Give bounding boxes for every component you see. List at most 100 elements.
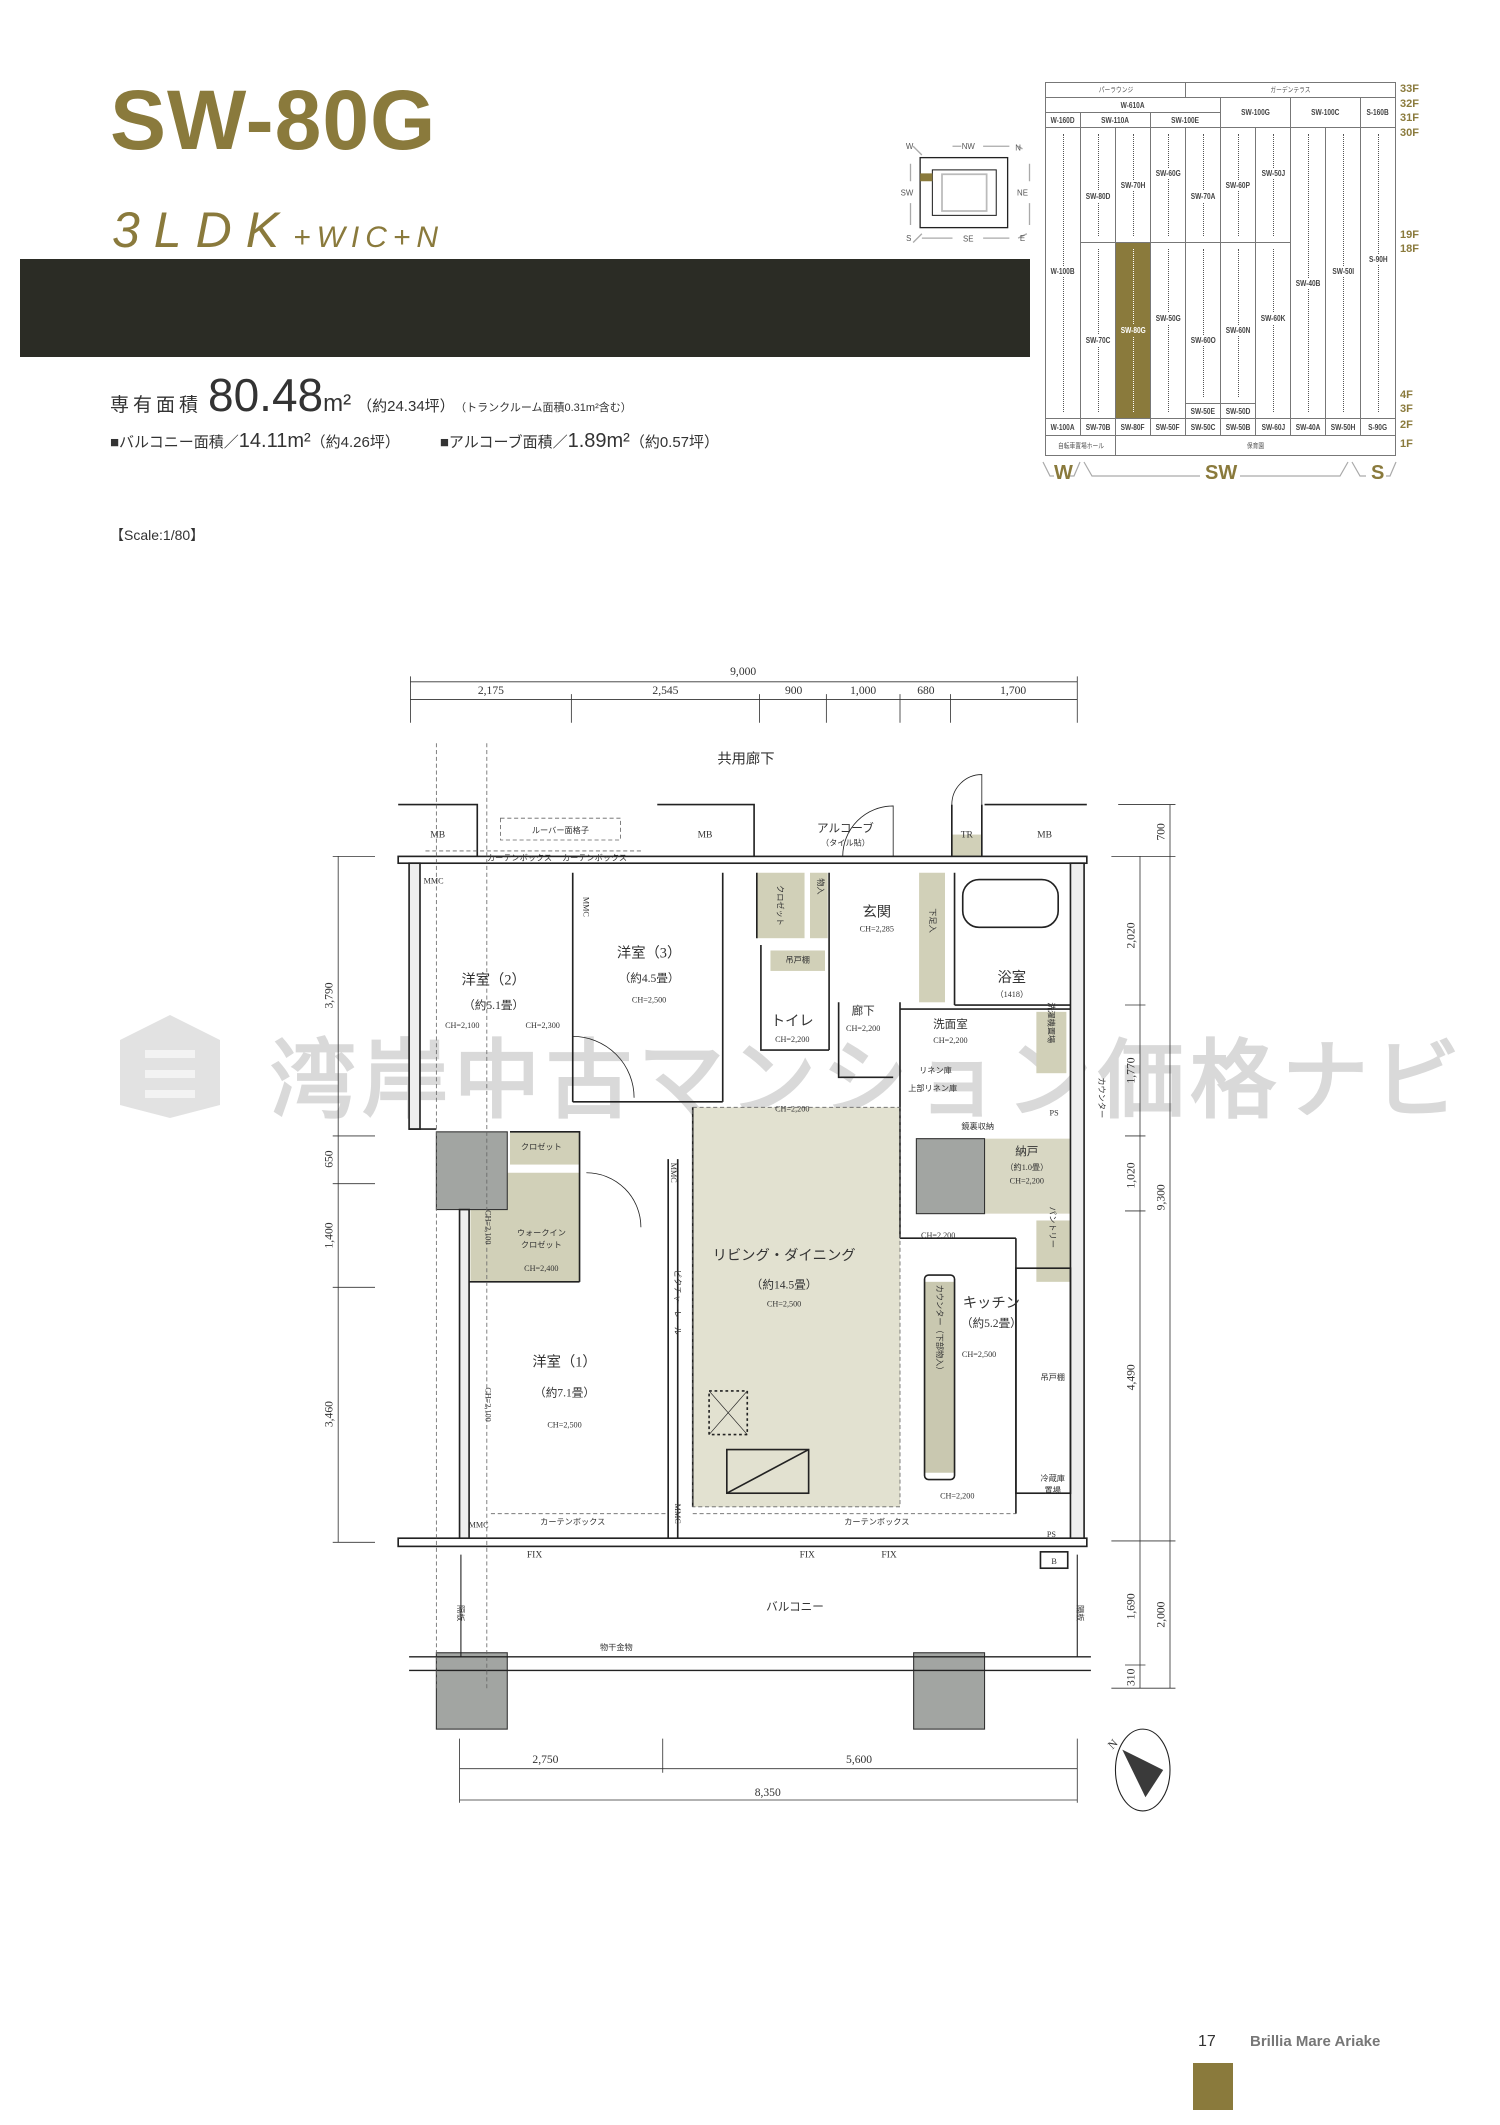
bath-size: （1418） (995, 990, 1028, 999)
unit-position-marker (920, 173, 933, 182)
ld-ch: CH=2,500 (767, 1299, 801, 1308)
floor-label: 18F (1400, 243, 1419, 255)
bath-label: 浴室 (998, 969, 1027, 986)
structural-columns (435, 1131, 986, 1730)
exclusive-area-note: （トランクルーム面積0.31m²含む） (460, 402, 632, 414)
fix-label: FIX (800, 1549, 815, 1560)
wic-ch: CH=2,400 (524, 1264, 558, 1273)
orient-n: N (1015, 144, 1021, 153)
floor-label: 3F (1400, 403, 1413, 415)
dimension-lines (332, 676, 1176, 1803)
ps-label: PS (1047, 1530, 1057, 1539)
floor-label: 31F (1400, 112, 1419, 124)
orient-w: W (906, 142, 914, 151)
floor-label: 2F (1400, 419, 1413, 431)
orient-nw: NW (962, 142, 976, 151)
toilet-ch: CH=2,200 (775, 1035, 809, 1044)
orientation-diagram: W NW N SW NE S SE E (901, 142, 1031, 244)
linen-label: リネン庫 (919, 1065, 952, 1075)
dim-top: 900 (785, 684, 803, 697)
mmc-label: MMC (582, 897, 591, 917)
mmc-label: MMC (673, 1504, 682, 1524)
storage-label: 物入 (816, 878, 826, 894)
hanging-shelf-label: 吊戸棚 (785, 955, 810, 965)
floor-label: 1F (1400, 438, 1413, 450)
wing-w: W (1054, 462, 1073, 484)
mirror-storage-label: 鏡裏収納 (961, 1121, 994, 1131)
room3-ch: CH=2,500 (632, 995, 666, 1004)
sub-areas: ■バルコニー面積／14.11m²（約4.26坪）■アルコーブ面積／1.89m²（… (110, 430, 719, 453)
kitchen-label: キッチン (963, 1296, 1020, 1312)
exclusive-area-label: 専有面積 (110, 395, 203, 416)
dim-top: 680 (917, 684, 935, 697)
balcony-area-label: ■バルコニー面積／ (110, 434, 239, 451)
dim-top: 1,700 (1000, 684, 1026, 697)
alcove-area-label: ■アルコーブ面積／ (439, 434, 568, 451)
washroom-ch: CH=2,200 (933, 1036, 967, 1045)
entrance-label: 玄関 (863, 903, 892, 920)
layout-type-main: 3LDK (112, 202, 294, 258)
fridge-label: 冷蔵庫 (1040, 1473, 1065, 1483)
wic-label: ウォークイン (517, 1228, 566, 1237)
dim-right: 1,690 (1125, 1593, 1138, 1619)
nando-ch: CH=2,200 (1010, 1177, 1044, 1186)
dim-right-outer: 2,000 (1155, 1601, 1168, 1627)
orient-se: SE (963, 235, 973, 244)
ld-label: リビング・ダイニング (713, 1247, 856, 1264)
header-bar (20, 259, 1030, 357)
kitchen-size: （約5.2畳） (961, 1316, 1022, 1330)
floor-label: 30F (1400, 127, 1419, 139)
picture-rail-label: ピクチャーレール (673, 1270, 682, 1335)
dim-bottom: 2,750 (532, 1753, 558, 1766)
shoe-storage-label: 下足入 (928, 908, 937, 933)
alcove-area-tsubo: （約0.57坪） (629, 434, 720, 451)
mmc-label: MMC (469, 1520, 489, 1529)
room3-name: 洋室（3） (617, 944, 681, 961)
unit-cell: SW-50G (1150, 242, 1186, 419)
dim-top: 2,175 (478, 684, 504, 697)
balcony-area-value: 14.11m² (238, 430, 311, 452)
washroom-label: 洗面室 (933, 1017, 968, 1031)
north-arrow-icon (1122, 1749, 1164, 1798)
floor-label: 19F (1400, 229, 1419, 241)
hall-label: 廊下 (852, 1004, 875, 1018)
fix-label: FIX (881, 1549, 896, 1560)
dim-top: 1,000 (850, 684, 876, 697)
room2-ch: CH=2,100 (445, 1021, 479, 1030)
unit-cell: SW-70C (1080, 242, 1116, 419)
kitchen-ch: CH=2,500 (962, 1350, 996, 1359)
curtain-box-label: カーテンボックス (844, 1518, 909, 1527)
orient-e: E (1020, 234, 1025, 243)
dim-bottom: 5,600 (846, 1753, 872, 1766)
ch-label: CH=2,200 (940, 1492, 974, 1501)
unit-cell: SW-100G (1220, 97, 1291, 128)
floor-label: 32F (1400, 98, 1419, 110)
floor-label: 4F (1400, 389, 1413, 401)
closet-label: クロゼット (775, 885, 785, 926)
dim-left: 3,790 (323, 982, 336, 1008)
mmc-label: MMC (424, 877, 444, 886)
room1-size: （約7.1畳） (534, 1385, 595, 1399)
dim-top: 2,545 (652, 684, 678, 697)
mb-label: MB (1037, 829, 1052, 840)
dim-right: 2,020 (1125, 922, 1138, 948)
counter-label: カウンター (1097, 1077, 1106, 1118)
ch-label: CH=2,200 (921, 1231, 955, 1240)
room3-size: （約4.5畳） (619, 971, 680, 985)
entrance-ch: CH=2,285 (860, 924, 894, 933)
room2-ch: CH=2,300 (526, 1021, 560, 1030)
room1-ch: CH=2,500 (547, 1421, 581, 1430)
nando-size: （約1.0畳） (1005, 1162, 1048, 1172)
curtain-box-label: カーテンボックス (487, 853, 552, 862)
balcony-area-tsubo: （約4.26坪） (310, 434, 400, 451)
mb-label: MB (698, 829, 713, 840)
dim-right: 1,020 (1125, 1162, 1138, 1188)
unit-cell: SW-50I (1325, 127, 1361, 419)
watermark-logo-icon (120, 1015, 220, 1118)
wing-sw: SW (1205, 462, 1238, 484)
orient-ne: NE (1017, 188, 1028, 197)
hanging-shelf-label: 吊戸棚 (1040, 1372, 1065, 1382)
dim-right: 4,490 (1125, 1364, 1138, 1390)
